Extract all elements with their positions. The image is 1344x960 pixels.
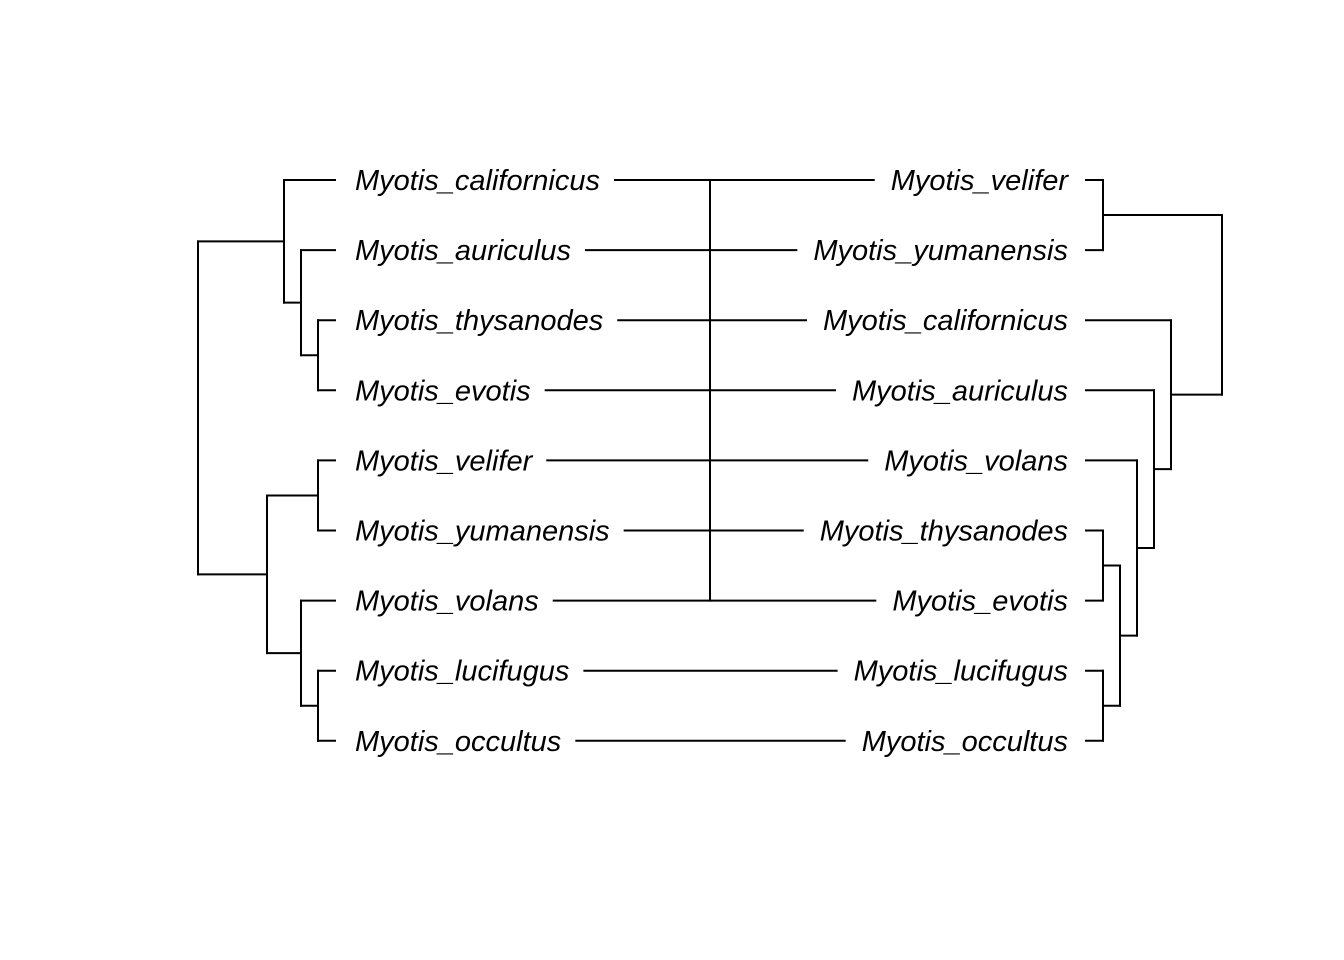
- right-tree: [1085, 179, 1223, 742]
- left-tip-label: Myotis_lucifugus: [355, 656, 569, 688]
- left-tip-label: Myotis_volans: [355, 586, 539, 618]
- right-tip-label: Myotis_thysanodes: [820, 516, 1068, 548]
- right-tip-label: Myotis_occultus: [862, 726, 1068, 758]
- association-line: [623, 249, 798, 532]
- left-tip-label: Myotis_thysanodes: [355, 305, 603, 337]
- association-line: [552, 459, 869, 602]
- left-tip-label: Myotis_californicus: [355, 165, 600, 197]
- right-tip-label: Myotis_velifer: [891, 165, 1070, 197]
- association-lines: [544, 179, 877, 742]
- left-tip-labels: Myotis_californicusMyotis_auriculusMyoti…: [355, 165, 610, 758]
- left-tip-label: Myotis_evotis: [355, 375, 531, 407]
- right-tip-label: Myotis_californicus: [823, 305, 1068, 337]
- left-tip-label: Myotis_yumanensis: [355, 516, 610, 548]
- right-tip-label: Myotis_auriculus: [852, 375, 1068, 407]
- left-tip-label: Myotis_auriculus: [355, 235, 571, 267]
- left-tree: [197, 179, 336, 742]
- right-tip-label: Myotis_volans: [884, 445, 1068, 477]
- right-tip-label: Myotis_evotis: [892, 586, 1068, 618]
- left-tip-label: Myotis_occultus: [355, 726, 561, 758]
- right-tip-label: Myotis_yumanensis: [813, 235, 1068, 267]
- right-tip-label: Myotis_lucifugus: [854, 656, 1068, 688]
- left-tip-label: Myotis_velifer: [355, 445, 534, 477]
- right-tip-labels: Myotis_veliferMyotis_yumanensisMyotis_ca…: [813, 165, 1069, 758]
